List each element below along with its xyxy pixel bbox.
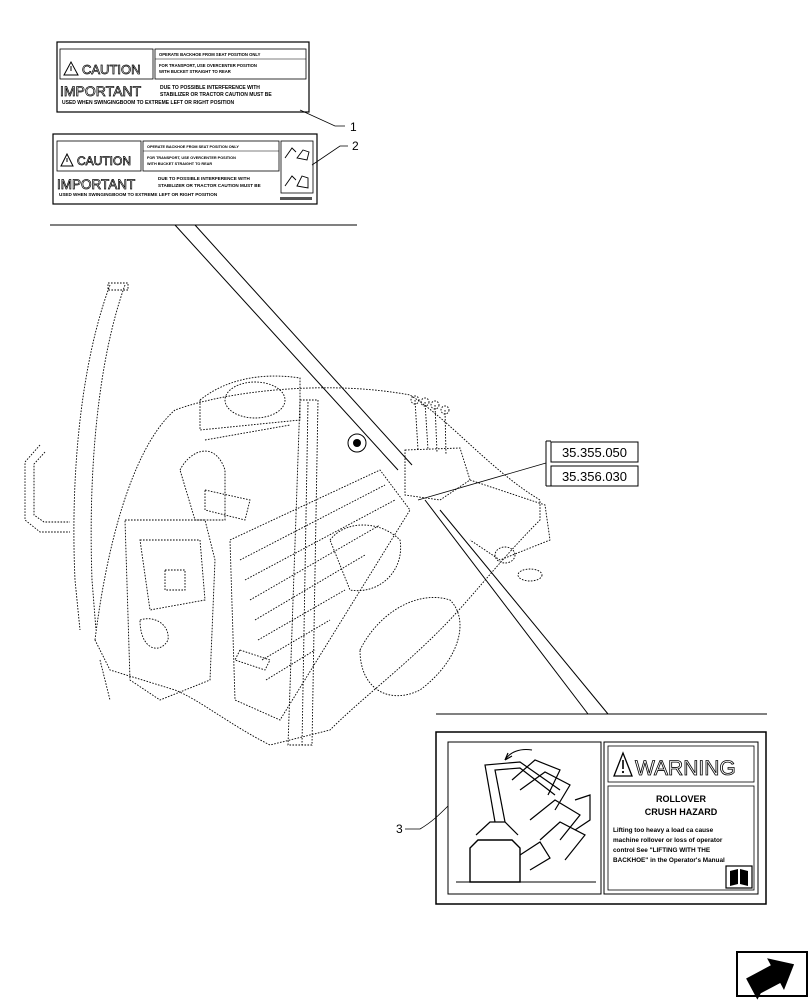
decal-1: CAUTION OPERATE BACKHOE FROM SEAT POSITI… (56, 41, 310, 113)
tractor-cab-illustration (24, 282, 551, 746)
decal-3-body-3: control See "LIFTING WITH THE (613, 847, 711, 854)
callout-2: 2 (352, 139, 359, 153)
warning-triangle-icon (60, 152, 74, 167)
warning-triangle-icon (613, 751, 633, 777)
decal-1-important-1: DUE TO POSSIBLE INTERFERENCE WITH (160, 85, 260, 91)
reference-box-label: 35.355.050 (562, 445, 627, 460)
decal-3-body-1: Lifting too heavy a load ca cause (613, 827, 714, 834)
decal-2-op-line: OPERATE BACKHOE FROM SEAT POSITION ONLY (147, 145, 239, 149)
decal-3-body-2: machine rollover or loss of operator (613, 837, 723, 844)
decal-1-transport-1: FOR TRANSPORT, USE OVERCENTER POSITION (159, 63, 257, 68)
decal-3: WARNING ROLLOVER CRUSH HAZARD Lifting to… (435, 731, 767, 905)
reference-box-group (417, 440, 551, 501)
decal-1-op-line: OPERATE BACKHOE FROM SEAT POSITION ONLY (159, 52, 261, 57)
reference-box-35-356-030[interactable]: 35.356.030 (550, 465, 639, 487)
callout-3: 3 (396, 822, 403, 836)
reference-box-label: 35.356.030 (562, 469, 627, 484)
decal-2-transport-2: WITH BUCKET STRAIGHT TO REAR (147, 162, 212, 166)
next-page-arrow-icon[interactable] (736, 948, 808, 1000)
decal-1-transport-2: WITH BUCKET STRAIGHT TO REAR (159, 69, 231, 74)
decal-2: CAUTION OPERATE BACKHOE FROM SEAT POSITI… (52, 133, 318, 205)
decal-2-important-2: STABILIZER OR TRACTOR CAUTION MUST BE (158, 183, 261, 188)
decal-2-important: IMPORTANT (57, 177, 135, 192)
reference-box-35-355-050[interactable]: 35.355.050 (550, 441, 639, 463)
decal-1-important: IMPORTANT (60, 83, 142, 99)
backhoe-transport-icon (284, 147, 310, 189)
callout-1: 1 (350, 120, 357, 134)
decal-3-body-4: BACKHOE" in the Operator's Manual (613, 857, 725, 864)
warning-triangle-icon (63, 60, 79, 76)
decal-3-hazard-2: CRUSH HAZARD (645, 807, 718, 817)
decal-1-important-3: USED WHEN SWINGINGBOOM TO EXTREME LEFT O… (62, 100, 235, 106)
decal-3-warning: WARNING (635, 757, 736, 780)
decal-2-transport-1: FOR TRANSPORT, USE OVERCENTER POSITION (147, 156, 236, 160)
decal-1-important-2: STABILIZER OR TRACTOR CAUTION MUST BE (160, 92, 272, 98)
decal-1-caution: CAUTION (82, 62, 141, 77)
book-icon (725, 865, 753, 889)
decal-2-important-3: USED WHEN SWINGINGBOOM TO EXTREME LEFT O… (59, 192, 218, 197)
decal-2-important-1: DUE TO POSSIBLE INTERFERENCE WITH (158, 176, 250, 181)
decal-2-caution: CAUTION (77, 154, 131, 168)
decal-3-hazard-1: ROLLOVER (656, 794, 707, 804)
